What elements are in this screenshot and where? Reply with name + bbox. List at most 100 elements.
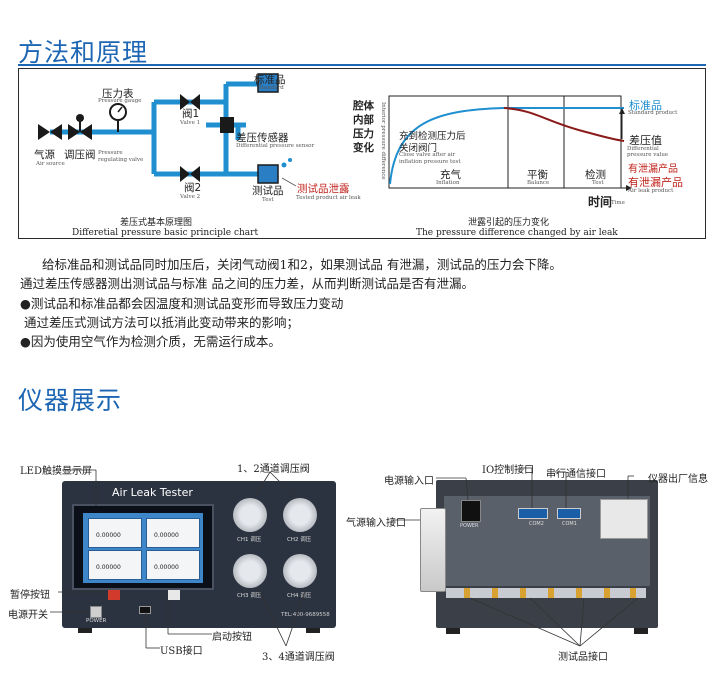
screen-value-3: 0.00000 bbox=[96, 564, 121, 571]
callout-start: 启动按钮 bbox=[212, 632, 252, 643]
callout-test-ports: 测试品接口 bbox=[558, 652, 608, 663]
curve-standard bbox=[389, 107, 624, 185]
regulator-knob-ch1[interactable] bbox=[233, 498, 267, 532]
paragraph-1: 给标准品和测试品同时加压后，关闭气动阀1和2，如果测试品 有泄漏，测试品的压力会… bbox=[42, 257, 562, 272]
chart-note-1: 充到检测压力后 bbox=[399, 131, 466, 142]
label-air-source-en: Air source bbox=[36, 161, 65, 167]
knob-label-ch3: CH3 调压 bbox=[237, 593, 262, 599]
screen-value-4: 0.00000 bbox=[154, 564, 179, 571]
phone-label: TEL:400-9689558 bbox=[281, 612, 330, 618]
label-sensor-en: Differential pressure sensor bbox=[236, 143, 315, 149]
legend-standard-en: Standard product bbox=[628, 110, 678, 116]
chart-ylabel-2: 内部 bbox=[353, 114, 374, 126]
front-foot-left bbox=[78, 628, 92, 633]
axis-time-en: Time bbox=[611, 200, 625, 206]
touch-screen[interactable]: 0.00000 0.00000 0.00000 0.00000 bbox=[72, 504, 214, 590]
regulator-knob-ch2[interactable] bbox=[283, 498, 317, 532]
test-port-4[interactable] bbox=[548, 588, 554, 598]
filter-unit bbox=[420, 508, 446, 592]
gauge-icon bbox=[109, 103, 127, 132]
callout-air-in: 气源输入接口 bbox=[346, 518, 406, 529]
test-port-7[interactable] bbox=[630, 588, 636, 598]
test-port-2[interactable] bbox=[492, 588, 498, 598]
label-regulator: 调压阀 bbox=[64, 149, 96, 161]
label-valve1: 阀1 bbox=[182, 108, 200, 120]
callout-usb: USB接口 bbox=[160, 646, 203, 657]
callout-serial: 串行通信接口 bbox=[546, 469, 606, 480]
label-air-source: 气源 bbox=[34, 149, 55, 161]
valve2-icon bbox=[180, 166, 200, 182]
section-title-method: 方法和原理 bbox=[18, 38, 149, 67]
start-button[interactable] bbox=[168, 590, 180, 600]
callout-reg12: 1、2通道调压阀 bbox=[237, 464, 310, 475]
phase-test-en: Test bbox=[592, 180, 604, 186]
valve1-icon bbox=[180, 94, 200, 110]
screen-value-2: 0.00000 bbox=[154, 532, 179, 539]
principle-diagram bbox=[38, 73, 297, 187]
callout-pause: 暂停按钮 bbox=[10, 590, 50, 601]
left-caption-en: Differetial pressure basic principle cha… bbox=[72, 228, 259, 238]
paragraph-2: 通过差压传感器测出测试品与标准 品之间的压力差，从而判断测试品是否有泄漏。 bbox=[20, 276, 474, 291]
callout-power-in: 电源输入口 bbox=[384, 476, 434, 487]
bullet-1-cont: 通过差压式测试方法可以抵消此变动带来的影响； bbox=[24, 315, 300, 330]
legend-diff-en: Differential pressure value bbox=[627, 146, 669, 158]
regulator-knob-ch3[interactable] bbox=[233, 554, 267, 588]
usb-port[interactable] bbox=[139, 606, 151, 614]
label-valve2-en: Valve 2 bbox=[180, 194, 201, 200]
screen-value-1: 0.00000 bbox=[96, 532, 121, 539]
left-caption-cn: 差压式基本原理图 bbox=[120, 218, 193, 228]
knob-label-ch2: CH2 调压 bbox=[287, 537, 312, 543]
label-leak: 测试品泄露 bbox=[297, 183, 350, 195]
label-valve1-en: Valve 1 bbox=[180, 120, 201, 126]
test-port-rail bbox=[446, 588, 646, 598]
power-label: POWER bbox=[86, 618, 107, 624]
test-port-6[interactable] bbox=[604, 588, 610, 598]
phase-balance-en: Balance bbox=[527, 180, 550, 186]
regulator-knob-ch4[interactable] bbox=[283, 554, 317, 588]
section-underline bbox=[18, 64, 706, 66]
test-port-3[interactable] bbox=[520, 588, 526, 598]
pressure-chart bbox=[388, 95, 632, 191]
standard-box bbox=[257, 73, 279, 93]
power-inlet[interactable] bbox=[461, 500, 481, 522]
test-port-5[interactable] bbox=[576, 588, 582, 598]
pause-button[interactable] bbox=[108, 590, 120, 600]
label-gauge: 压力表 bbox=[102, 88, 134, 100]
legend-leak-mid: 有泄漏产品 bbox=[628, 164, 678, 175]
label-standard-en: Standard bbox=[258, 85, 284, 91]
back-foot-left bbox=[446, 628, 460, 634]
sensor-icon bbox=[220, 117, 234, 133]
legend-leak: 有泄漏产品 bbox=[628, 176, 683, 189]
front-foot-right bbox=[306, 628, 320, 633]
callout-nameplate: 仪器出厂信息 bbox=[648, 474, 708, 485]
test-port-1[interactable] bbox=[464, 588, 470, 598]
chart-note-en-2: inflation pressure test bbox=[399, 159, 461, 165]
chart-note-en-1: Close valve after air bbox=[399, 152, 456, 158]
phase-inflation: 充气 bbox=[440, 169, 461, 181]
chart-ylabel-4: 变化 bbox=[353, 142, 374, 154]
back-foot-right bbox=[634, 628, 648, 634]
phase-test: 检测 bbox=[585, 169, 606, 181]
legend-diff: 差压值 bbox=[629, 134, 662, 147]
io-port[interactable] bbox=[518, 508, 548, 519]
label-regulator-en: Pressure regulating valve bbox=[98, 150, 144, 163]
bullet-2: ●因为使用空气作为检测介质，无需运行成本。 bbox=[20, 334, 281, 349]
power-switch[interactable] bbox=[90, 606, 102, 618]
right-caption-cn: 泄露引起的压力变化 bbox=[468, 218, 550, 228]
callout-power: 电源开关 bbox=[8, 610, 48, 621]
label-com1: COM1 bbox=[562, 521, 577, 527]
serial-port[interactable] bbox=[557, 508, 581, 519]
label-leak-en: Tested product air leak bbox=[296, 195, 361, 201]
regulator-icon bbox=[68, 114, 92, 140]
chart-note-2: 关闭阀门 bbox=[399, 143, 438, 154]
section-title-instrument: 仪器展示 bbox=[18, 386, 123, 415]
test-box bbox=[257, 164, 279, 184]
label-standard: 标准品 bbox=[254, 74, 286, 86]
front-device-brand: Air Leak Tester bbox=[112, 486, 193, 499]
label-gauge-en: Pressure gauge bbox=[98, 98, 142, 104]
legend-standard: 标准品 bbox=[629, 99, 662, 112]
label-sensor: 差压传感器 bbox=[236, 132, 289, 144]
callout-io: IO控制接口 bbox=[482, 465, 535, 476]
